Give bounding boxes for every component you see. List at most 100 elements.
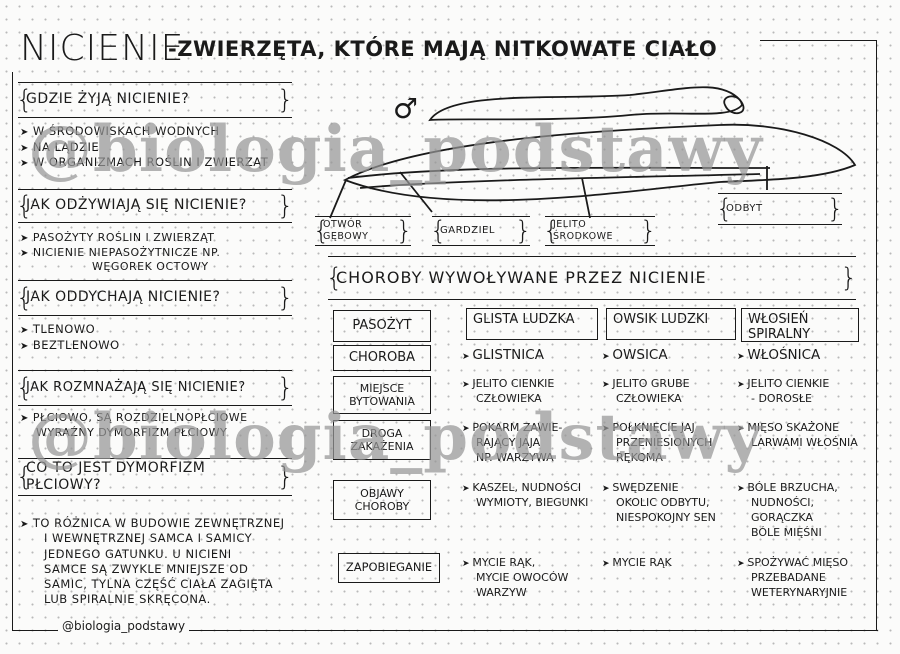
list-item: ➤W ŚRODOWISKACH WODNYCH <box>20 124 220 138</box>
arrow-icon: ➤ <box>20 519 29 530</box>
watermark-bottom: @biologia_podstawy <box>28 400 763 475</box>
arrow-icon: ➤ <box>462 484 473 494</box>
row-label-habitat: MIEJSCE BYTOWANIA <box>333 376 431 414</box>
arrow-icon: ➤ <box>462 559 473 569</box>
page-frame-right <box>876 40 877 630</box>
pointer-midgut <box>581 177 591 219</box>
table-heading: CHOROBY WYWOŁYWANE PRZEZ NICIENIE <box>326 256 858 300</box>
cell-line: MYCIE OWOCÓW <box>476 570 569 584</box>
gut <box>347 166 771 179</box>
row-label-infection: DROGA ZAKAŻENIA <box>333 420 431 460</box>
cell-line: CZŁOWIEKA <box>476 391 542 405</box>
list-item: ➤PŁCIOWO, SĄ ROZDZIELNOPŁCIOWE <box>20 411 248 424</box>
column-header-parasite: WŁOSIEŃ SPIRALNY <box>741 308 859 342</box>
cell-line: KASZEL, NUDNOŚCI <box>472 481 582 494</box>
arrow-icon: ➤ <box>462 352 473 362</box>
answers-reproduction: ➤PŁCIOWO, SĄ ROZDZIELNOPŁCIOWE WYRAŹNY D… <box>20 411 248 439</box>
cell-line: OKOLIC ODBYTU, <box>616 495 710 509</box>
cell-line: MYCIE RĄK <box>612 556 672 569</box>
gut-lower <box>359 173 761 189</box>
column-header-parasite: GLISTA LUDZKA <box>466 308 598 340</box>
female-worm <box>342 123 857 202</box>
arrow-icon: ➤ <box>20 325 29 336</box>
arrow-icon: ➤ <box>20 233 29 244</box>
arrow-icon: ➤ <box>737 484 748 494</box>
table-cell-place: ➤ JELITO CIENKIE- DOROSŁE <box>737 377 861 407</box>
label-anus: ODBYT <box>716 193 844 226</box>
cell-line: PRZENIESIONYCH <box>616 435 713 449</box>
cell-line: NIESPOKOJNY SEN <box>616 510 716 524</box>
arrow-icon: ➤ <box>737 380 748 390</box>
answers-nutrition: ➤PASOŻYTY ROŚLIN I ZWIERZĄT ➤NICIENIE NI… <box>20 231 220 274</box>
question-text: JAK ODŻYWIAJĄ SIĘ NICIENIE? <box>26 197 247 214</box>
list-item: ➤BEZTLENOWO <box>20 337 120 352</box>
arrow-icon: ➤ <box>20 413 29 424</box>
cell-text: OWSICA <box>612 347 668 363</box>
list-item: WYRAŹNY DYMORFIZM PŁCIOWY <box>36 425 228 439</box>
pointer-mouth <box>329 179 347 219</box>
arrow-icon: ➤ <box>20 127 29 138</box>
page-subtitle: -ZWIERZĘTA, KTÓRE MAJĄ NITKOWATE CIAŁO <box>168 37 718 61</box>
question-dimorphism: CO TO JEST DYMORFIZM PŁCIOWY? <box>16 458 294 496</box>
question-text: GDZIE ŻYJĄ NICIENIE? <box>26 91 190 108</box>
cell-line: WETERYNARYJNIE <box>751 585 848 599</box>
arrow-icon: ➤ <box>462 380 473 390</box>
cell-line: WARZYW <box>476 585 527 599</box>
arrow-icon: ➤ <box>462 424 473 434</box>
list-item: ➤TLENOWO <box>20 322 96 336</box>
label-mouth: OTWÓR GĘBOWY <box>313 215 413 248</box>
cell-line: BÓLE MIĘŚNI <box>751 525 822 539</box>
table-cell-infection: ➤ POKARM ZAWIE-RAJĄCY JAJAnp. WARZYWA <box>462 421 600 466</box>
row-label-disease: CHOROBA <box>333 345 431 371</box>
cell-line: CZŁOWIEKA <box>616 391 682 405</box>
page-frame-top <box>760 40 876 41</box>
column-header-parasite: OWSIK LUDZKI <box>606 308 736 340</box>
list-item: ➤W ORGANIZMACH ROŚLIN I ZWIERZĄT <box>20 155 269 169</box>
arrow-icon: ➤ <box>737 559 748 569</box>
text-line: JEDNEGO GATUNKU. U NICIENI <box>44 546 232 561</box>
cell-line: - DOROSŁE <box>751 391 813 405</box>
arrow-icon: ➤ <box>602 380 613 390</box>
cell-line: POŁKNIĘCIE JAJ <box>612 421 695 434</box>
answers-breathing: ➤TLENOWO ➤BEZTLENOWO <box>20 322 120 353</box>
arrow-icon: ➤ <box>602 484 613 494</box>
cell-line: POKARM ZAWIE- <box>472 421 563 434</box>
cell-line: MYCIE RĄK, <box>472 556 536 569</box>
label-pharynx: GARDZIEL <box>430 215 532 248</box>
text-line: LUB SPIRALNIE SKRĘCONA. <box>44 592 211 607</box>
question-reproduction: JAK ROZMNAŻAJĄ SIĘ NICIENIE? <box>16 370 294 406</box>
cell-line: np. WARZYWA <box>476 450 554 464</box>
nematode-diagram <box>329 86 857 219</box>
footer-handle: @biologia_podstawy <box>58 619 190 633</box>
page-frame-left <box>12 72 13 630</box>
question-nutrition: JAK ODŻYWIAJĄ SIĘ NICIENIE? <box>16 189 294 223</box>
arrow-icon: ➤ <box>20 142 29 154</box>
label-midgut: JELITO ŚRODKOWE <box>543 215 657 248</box>
row-label-symptoms: OBJAWY CHOROBY <box>333 480 431 520</box>
cell-line: JELITO GRUBE <box>612 377 690 390</box>
list-item: ➤NA LĄDZIE <box>20 139 100 154</box>
cell-line: LARWAMI WŁOŚNIA <box>751 435 858 449</box>
row-label-parasite: PASOŻYT <box>333 310 431 342</box>
question-where-live: GDZIE ŻYJĄ NICIENIE? <box>16 82 294 118</box>
arrow-icon: ➤ <box>20 158 29 169</box>
cell-text: GLISTNICA <box>472 347 544 363</box>
arrow-icon: ➤ <box>602 559 613 569</box>
cell-line: JELITO CIENKIE <box>472 377 555 390</box>
cell-line: RĘKOMA <box>616 450 663 464</box>
arrow-icon: ➤ <box>737 424 748 434</box>
arrow-icon: ➤ <box>20 340 29 352</box>
table-cell-disease: ➤ GLISTNICA <box>462 346 600 364</box>
watermark-top: @biologia_podstawy <box>28 112 763 187</box>
arrow-icon: ➤ <box>602 424 613 434</box>
question-breathing: JAK ODDYCHAJĄ NICIENIE? <box>16 280 294 316</box>
cell-line: MIĘSO SKAŻONE <box>747 421 840 434</box>
cell-line: NUDNOŚCI, GORĄCZKA <box>751 495 815 524</box>
list-item: ➤PASOŻYTY ROŚLIN I ZWIERZĄT <box>20 231 215 244</box>
